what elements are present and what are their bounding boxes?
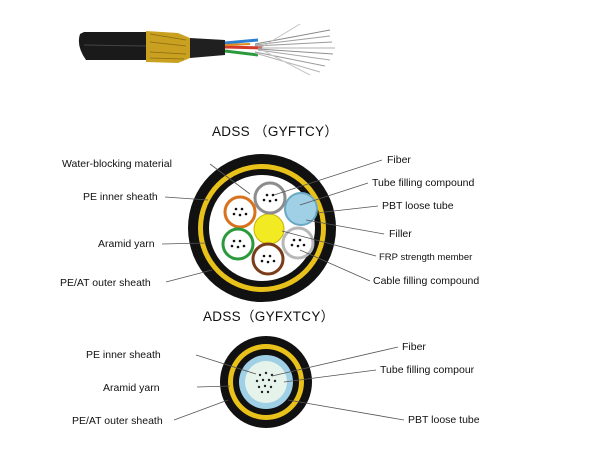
label-pbt-loose-tube-2: PBT loose tube xyxy=(408,414,480,426)
label-aramid-yarn: Aramid yarn xyxy=(98,238,155,250)
label-cable-filling-compound: Cable filling compound xyxy=(373,275,479,287)
tube-white xyxy=(281,226,315,260)
label-water-blocking-material: Water-blocking material xyxy=(62,158,172,170)
label-fiber: Fiber xyxy=(387,154,411,166)
label-pe-inner-sheath: PE inner sheath xyxy=(83,191,158,203)
label-fiber-2: Fiber xyxy=(402,341,426,353)
tube-orange xyxy=(223,195,257,229)
label-tube-filling-compound: Tube filling compound xyxy=(372,177,474,189)
cable-cross-section-2 xyxy=(220,336,312,428)
fibers-2 xyxy=(255,371,277,394)
label-filler: Filler xyxy=(389,228,412,240)
fibers-photo xyxy=(254,23,335,76)
tube-filling-2 xyxy=(245,361,287,403)
label-pbt-loose-tube: PBT loose tube xyxy=(382,200,454,212)
label-aramid-yarn-2: Aramid yarn xyxy=(103,382,160,394)
loose-tubes-photo xyxy=(224,38,263,57)
tube-brown xyxy=(251,242,285,276)
label-pe-at-outer-sheath: PE/AT outer sheath xyxy=(60,277,151,289)
tube-gray xyxy=(253,181,287,215)
label-frp-strength-member: FRP strength member xyxy=(379,252,472,263)
label-pe-at-outer-sheath-2: PE/AT outer sheath xyxy=(72,415,163,427)
tube-blue xyxy=(284,192,318,226)
cable-cross-section-1 xyxy=(188,154,336,302)
diagram1-title: ADSS （GYFTCY） xyxy=(212,124,338,139)
label-pe-inner-sheath-2: PE inner sheath xyxy=(86,349,161,361)
label-tube-filling-2: Tube filling compour xyxy=(380,364,475,376)
leader-lines-2 xyxy=(173,346,405,421)
leader-lines-1 xyxy=(161,159,385,283)
frp-strength-member xyxy=(253,213,285,245)
tube-green xyxy=(221,227,255,261)
diagram2-title: ADSS（GYFXTCY） xyxy=(203,309,334,324)
cable-photo xyxy=(78,23,335,76)
